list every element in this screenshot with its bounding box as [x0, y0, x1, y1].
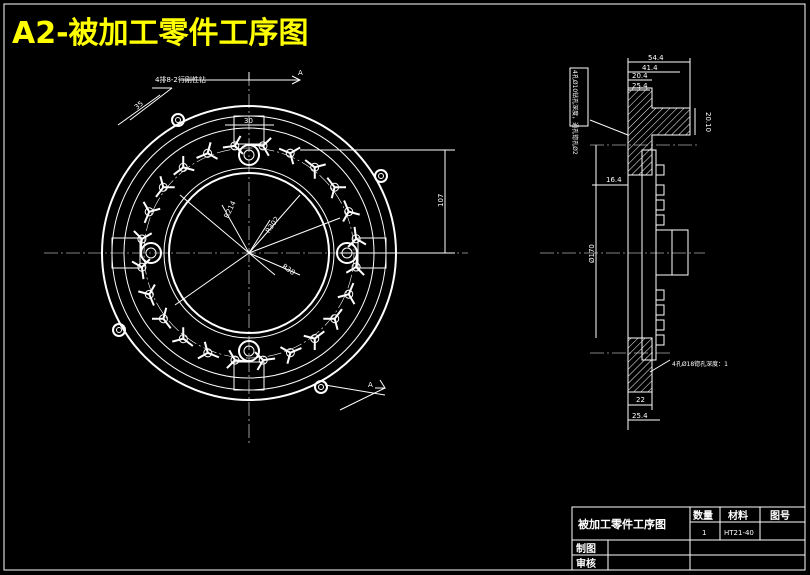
spring-pocket	[279, 346, 302, 364]
spring-pocket	[197, 341, 220, 360]
side-bumps	[655, 164, 665, 346]
spring-pocket	[151, 307, 172, 329]
spring-pocket	[173, 155, 195, 176]
spring-pocket	[278, 146, 301, 165]
side-bump	[655, 214, 665, 226]
side-bump	[655, 334, 665, 346]
dim-20-10: 20.10	[704, 112, 712, 132]
side-view: 54.4 41.4 20.4 25.4 20.10 16.4 Ø170 22 2…	[540, 54, 728, 430]
row-drawn: 制图	[576, 542, 596, 555]
drawing-border	[3, 3, 806, 571]
dim-r38: R38	[280, 262, 296, 276]
spring-pocket	[303, 330, 325, 351]
spring-pocket	[196, 142, 219, 160]
section-mark-top: A	[298, 69, 303, 77]
dim-r302: R302	[264, 215, 281, 235]
spring-pocket	[131, 258, 151, 280]
title-block: 被加工零件工序图 数量 材料 图号 1 HT21-40 制图 审核	[571, 506, 806, 571]
side-bump	[655, 304, 665, 316]
dim-20-4: 20.4	[632, 72, 648, 80]
dim-30: 30	[244, 117, 253, 125]
spring-pockets	[131, 135, 367, 371]
spring-pocket	[323, 308, 343, 330]
note-side-top: 4孔Ø10钻孔深度，通孔锪孔Ø2	[571, 70, 579, 155]
dim-107: 107	[437, 194, 445, 207]
side-bump	[655, 289, 665, 301]
col-qty: 数量	[693, 509, 713, 522]
dim-dia-170: Ø170	[588, 244, 596, 263]
spring-pocket	[172, 327, 194, 347]
flange-holes	[112, 113, 388, 394]
dim-r214: R214	[223, 199, 238, 219]
spring-pocket	[138, 283, 156, 306]
dim-54-4: 54.4	[648, 54, 664, 62]
dim-22: 22	[636, 396, 645, 404]
spring-pocket	[337, 282, 356, 305]
dim-35: 35	[133, 100, 145, 112]
side-bump	[655, 164, 665, 176]
mounting-bosses	[111, 115, 387, 391]
front-view: 35 30 107 R214 R302 R38 4排8-2行刚性钻 A A	[44, 69, 468, 446]
spring-pocket	[226, 349, 248, 369]
dim-41-4: 41.4	[642, 64, 658, 72]
spring-pocket	[155, 176, 175, 198]
spring-pocket	[326, 177, 347, 199]
dim-16-4: 16.4	[606, 176, 622, 184]
spring-pocket	[254, 351, 276, 371]
side-bump	[655, 319, 665, 331]
spring-pocket	[250, 137, 272, 157]
col-drawing-no: 图号	[770, 510, 790, 522]
spring-pocket	[345, 254, 365, 276]
side-bump	[655, 184, 665, 196]
spring-pocket	[133, 230, 153, 252]
note-drill: 4排8-2行刚性钻	[155, 75, 206, 84]
spring-pocket	[347, 226, 367, 248]
row-checked: 审核	[576, 557, 596, 570]
section-mark-bottom: A	[368, 381, 373, 389]
spring-pocket	[342, 200, 360, 223]
side-bump	[655, 199, 665, 211]
spring-pocket	[304, 159, 326, 179]
material-value: HT21-40	[724, 529, 754, 537]
spring-pocket	[142, 201, 161, 224]
dim-25-4-top: 25.4	[632, 82, 648, 90]
col-material: 材料	[728, 509, 748, 522]
drawing-title: A2-被加工零件工序图	[12, 16, 309, 51]
dim-25-4-bottom: 25.4	[632, 412, 648, 420]
title-block-name: 被加工零件工序图	[578, 517, 666, 531]
note-side-bottom: 4孔Ø18锪孔深度：1	[672, 360, 728, 368]
spring-pocket	[222, 135, 244, 155]
qty-value: 1	[702, 529, 706, 537]
